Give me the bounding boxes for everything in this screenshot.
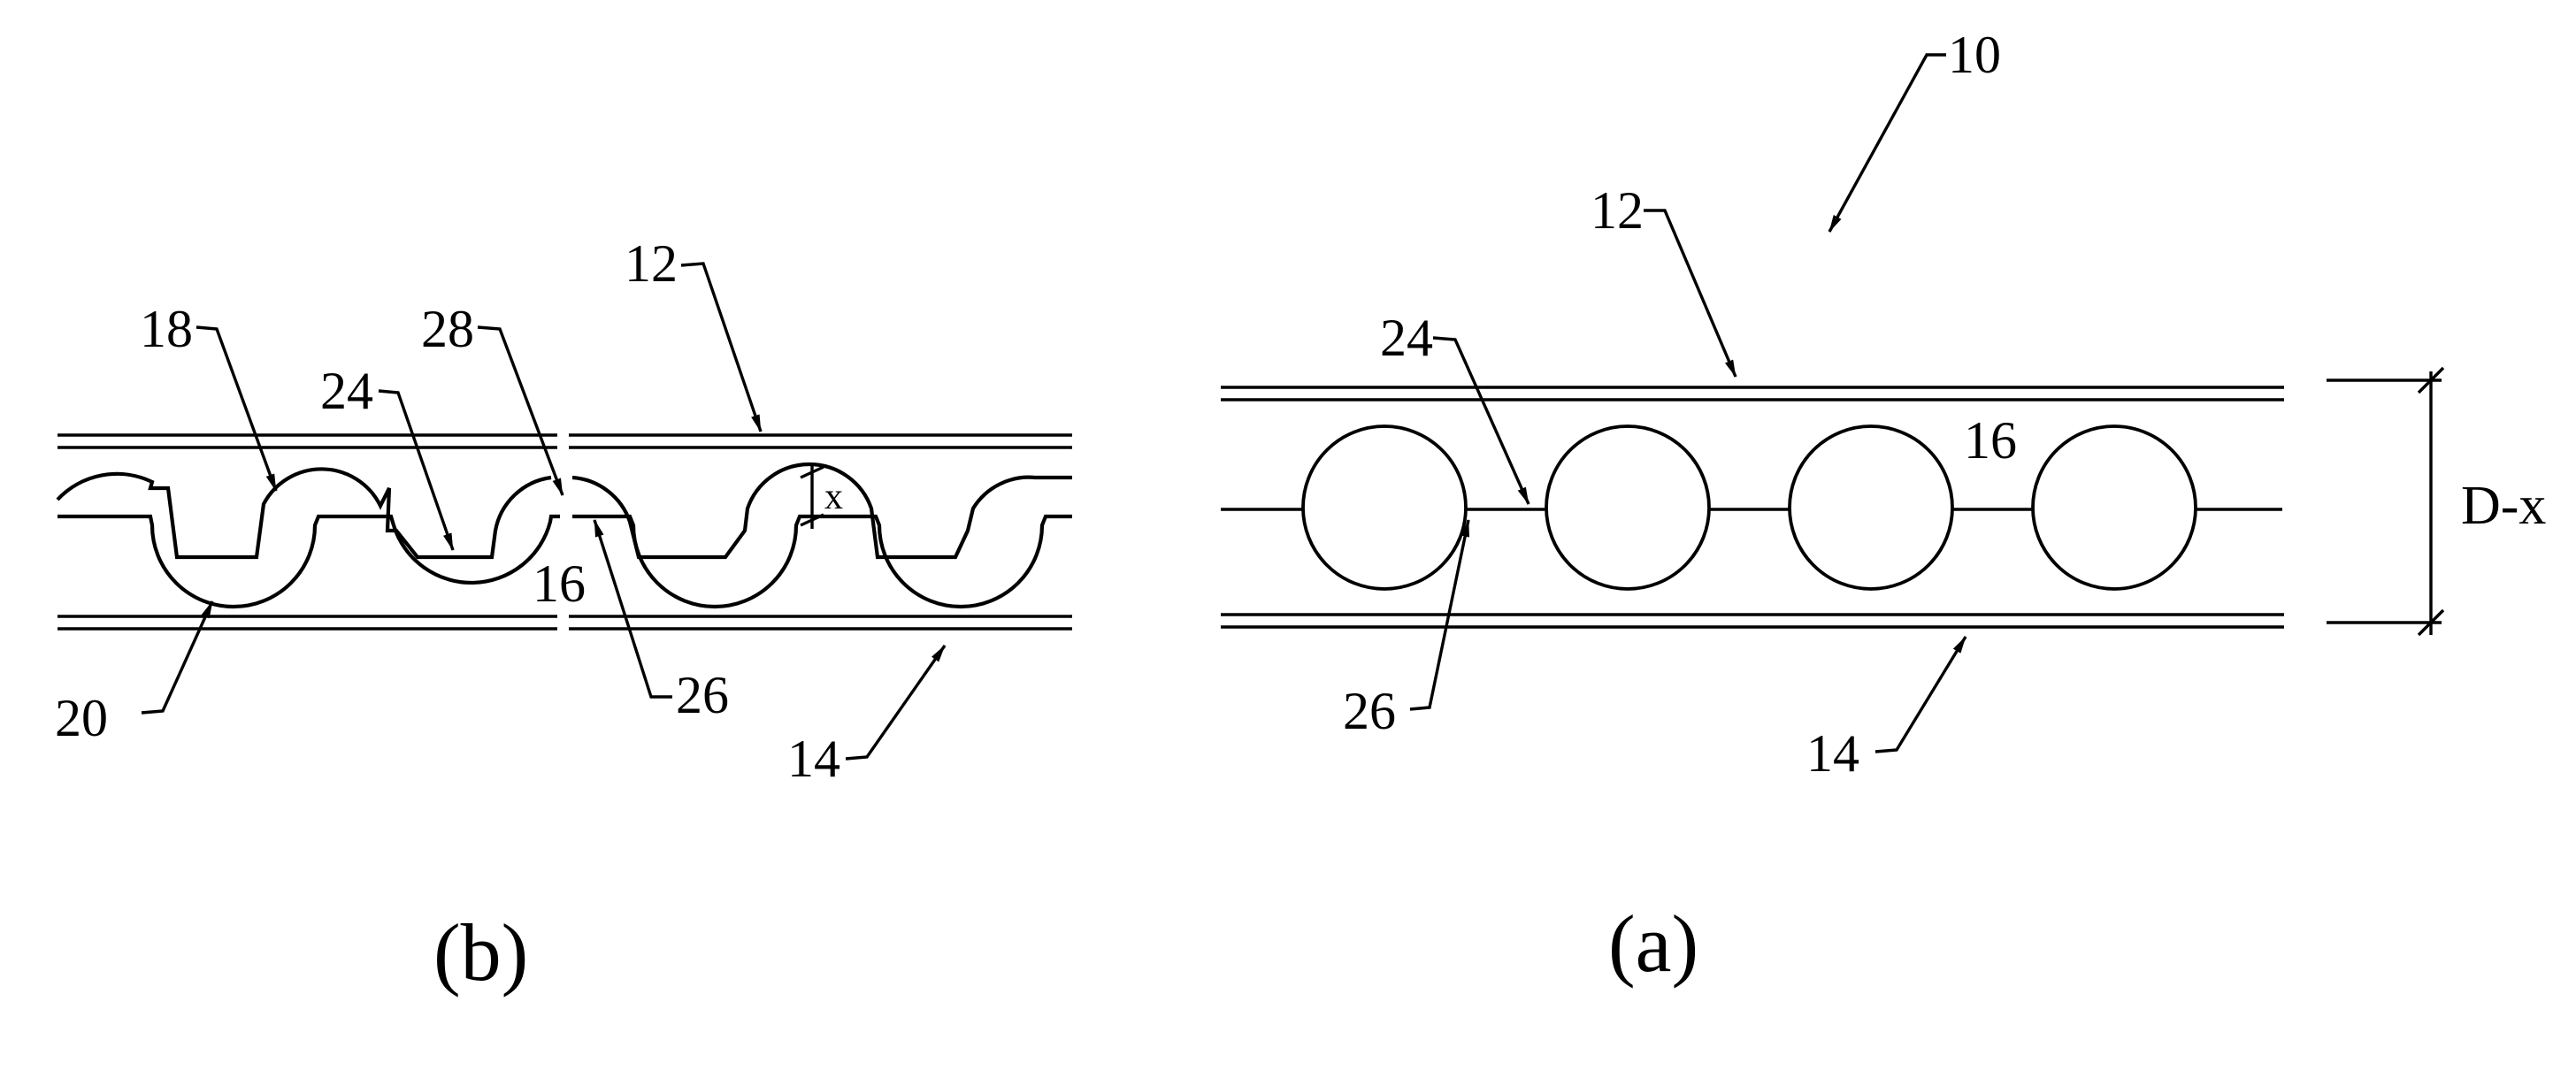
- leader-28-b: [478, 327, 563, 495]
- label-20-b: 20: [55, 689, 108, 747]
- leader-26-b: [594, 520, 672, 697]
- label-16-a: 16: [1964, 411, 2017, 470]
- label-10-a: 10: [1948, 26, 2001, 84]
- label-14-a: 14: [1806, 724, 1859, 783]
- upper-sheet-12-b: [58, 435, 1072, 447]
- tubes-a: [1303, 426, 2196, 589]
- leader-12-b: [681, 264, 761, 432]
- caption-a: (a): [1608, 898, 1698, 989]
- leader-12-a: [1644, 210, 1736, 377]
- upper-sheet-12-a: [1221, 387, 2284, 400]
- numerals-a: 10 12 24 16 26 14: [1343, 26, 2017, 783]
- label-14-b: 14: [787, 730, 840, 788]
- label-12-b: 12: [625, 234, 678, 293]
- label-26-a: 26: [1343, 682, 1396, 740]
- label-26-b: 26: [676, 666, 729, 724]
- label-d-minus-x: D-x: [2461, 476, 2546, 536]
- label-18-b: 18: [140, 300, 193, 358]
- label-24-a: 24: [1380, 309, 1433, 367]
- tube-1-a: [1303, 426, 1466, 589]
- leader-18-b: [196, 327, 276, 491]
- tube-4-a: [2033, 426, 2196, 589]
- label-x: x: [824, 477, 843, 517]
- tube-2-a: [1546, 426, 1709, 589]
- label-28-b: 28: [421, 300, 474, 358]
- label-24-b: 24: [320, 362, 373, 420]
- label-16-b: 16: [533, 554, 586, 613]
- tube-3-a: [1790, 426, 1952, 589]
- corrugated-core-inner-b: [58, 464, 1072, 557]
- figure-a: D-x 10 12 24 16 26 14 (a): [1221, 26, 2546, 989]
- leader-20-b: [142, 601, 212, 713]
- lower-sheet-14-b: [58, 616, 1072, 629]
- figure-b: x 12 18 28 24 16 20 26: [55, 234, 1072, 998]
- leader-14-b: [846, 646, 945, 759]
- leaders-a: [1410, 55, 1966, 752]
- leader-24-b: [379, 391, 453, 550]
- leader-14-a: [1875, 637, 1966, 752]
- leader-10-a: [1829, 55, 1946, 232]
- label-12-a: 12: [1591, 181, 1644, 240]
- lower-sheet-14-a: [1221, 615, 2284, 627]
- caption-b: (b): [433, 907, 528, 998]
- dimension-d-minus-x: D-x: [2327, 368, 2546, 635]
- dimension-x-b: x: [801, 464, 843, 529]
